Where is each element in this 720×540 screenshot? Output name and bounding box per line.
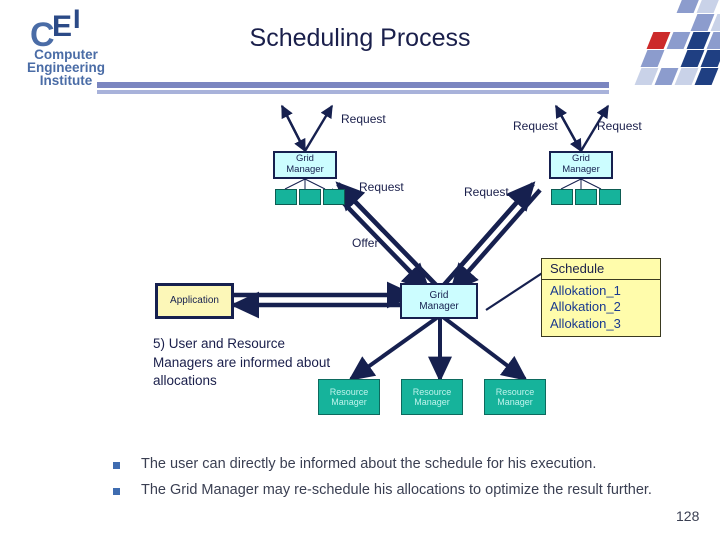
bullet-list: The user can directly be informed about …: [113, 455, 713, 507]
application-label: Application: [170, 295, 219, 307]
grid-manager-right-box[interactable]: Grid Manager: [549, 151, 613, 179]
resource-manager-box-1[interactable]: Resource Manager: [318, 379, 380, 415]
grid-manager-center-line2: Manager: [419, 301, 459, 312]
resource-manager-1-line2: Manager: [331, 397, 367, 407]
resource-chip: [275, 189, 297, 205]
resource-chip: [299, 189, 321, 205]
arrow-gm-to-rm-3: [441, 315, 528, 381]
edge-label-request-4: Request: [359, 180, 404, 194]
arrow-centergm-to-leftgm: [335, 181, 439, 288]
schedule-box[interactable]: Schedule Allokation_1 Allokation_2 Allok…: [541, 258, 661, 337]
application-box[interactable]: Application: [155, 283, 234, 319]
edge-label-request-5: Request: [464, 185, 509, 199]
arrow-left-gm-up-right: [303, 104, 334, 152]
resource-manager-1-line1: Resource: [329, 386, 369, 397]
edge-label-request-2: Request: [513, 119, 558, 133]
resource-manager-box-2[interactable]: Resource Manager: [401, 379, 463, 415]
title-divider-dark: [97, 82, 609, 88]
logo-line-computer: Computer: [34, 47, 98, 62]
grid-manager-right-line2: Manager: [562, 164, 600, 175]
schedule-box-body: Allokation_1 Allokation_2 Allokation_3: [542, 280, 660, 336]
logo-letter-c: C: [30, 16, 55, 54]
arrow-centergm-to-rightgm: [441, 181, 536, 288]
grid-manager-right-line1: Grid: [572, 153, 590, 165]
arrow-gm-to-rm-1: [348, 315, 440, 381]
schedule-box-header: Schedule: [542, 259, 660, 280]
resource-manager-2-line2: Manager: [414, 397, 450, 407]
bullet-text-2: The Grid Manager may re-schedule his all…: [141, 481, 652, 498]
resource-manager-box-3[interactable]: Resource Manager: [484, 379, 546, 415]
list-item: The user can directly be informed about …: [113, 455, 713, 474]
schedule-allocation-1: Allokation_1: [550, 283, 621, 298]
step-description: 5) User and Resource Managers are inform…: [153, 336, 331, 389]
resource-chip: [599, 189, 621, 205]
grid-manager-left-line1: Grid: [296, 153, 314, 165]
schedule-allocation-3: Allokation_3: [550, 315, 621, 331]
arrow-right-gm-up-right: [579, 104, 610, 152]
page-title: Scheduling Process: [249, 24, 471, 52]
resource-chip: [323, 189, 345, 205]
resource-manager-2-line1: Resource: [412, 386, 452, 397]
edge-label-request-3: Request: [597, 119, 642, 133]
grid-manager-center-box[interactable]: Grid Manager: [400, 283, 478, 319]
title-divider-light: [97, 90, 609, 94]
grid-manager-left-line2: Manager: [286, 164, 324, 175]
logo-letter-i: I: [73, 4, 81, 34]
grid-manager-center-line1: Grid: [429, 289, 449, 301]
edge-label-offer: Offer: [352, 236, 379, 250]
bullet-square-icon: [113, 487, 120, 495]
corner-decoration: [628, 0, 720, 86]
page-number: 128: [676, 508, 700, 524]
resource-chip: [551, 189, 573, 205]
edge-label-request-1: Request: [341, 112, 386, 126]
arrow-rightgm-to-centergm: [449, 188, 542, 293]
logo-line-institute: Institute: [39, 73, 93, 88]
grid-manager-left-box[interactable]: Grid Manager: [273, 151, 337, 179]
bullet-square-icon: [113, 462, 120, 469]
resource-manager-3-line2: Manager: [497, 397, 533, 407]
cei-logo: C E I Computer Engineering Institute: [14, 4, 118, 88]
resource-manager-3-line1: Resource: [495, 386, 535, 397]
resource-chip: [575, 189, 597, 205]
logo-line-engineering: Engineering: [26, 60, 105, 75]
list-item: The Grid Manager may re-schedule his all…: [113, 481, 713, 500]
arrow-leftgm-to-centergm: [329, 188, 431, 293]
bullet-text-1: The user can directly be informed about …: [141, 456, 597, 472]
schedule-allocation-2: Allokation_2: [550, 299, 621, 315]
logo-letter-e: E: [52, 10, 73, 43]
